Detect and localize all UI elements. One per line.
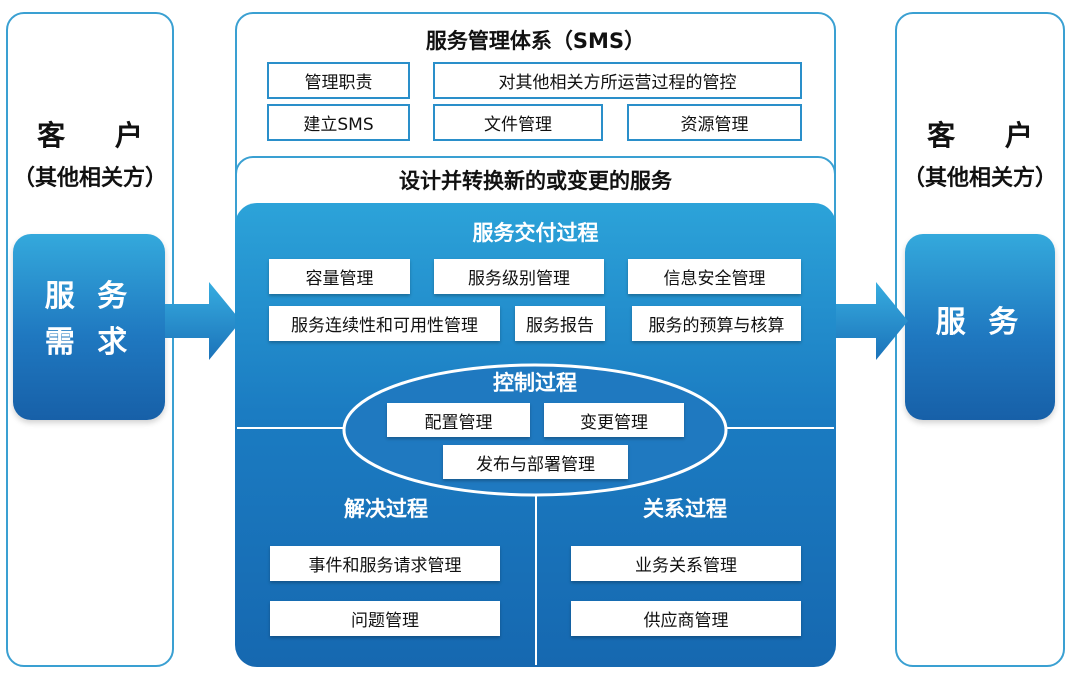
sms-title: 服务管理体系（SMS）: [425, 29, 646, 53]
divider-right: [721, 427, 834, 429]
right-customer-title: 客 户: [927, 119, 1053, 152]
control-process-ellipse: [342, 363, 728, 497]
sms-item-document-management: 文件管理: [433, 104, 603, 141]
right-arrow-icon: [832, 282, 908, 360]
design-transition-title: 设计并转换新的或变更的服务: [399, 169, 672, 193]
delivery-item-service-reporting: 服务报告: [515, 306, 605, 341]
resolution-process-title: 解决过程: [344, 497, 428, 521]
relationship-process-title: 关系过程: [643, 497, 727, 521]
delivery-item-capacity: 容量管理: [269, 259, 410, 294]
service-demand-box: 服 务 需 求: [13, 234, 165, 420]
delivery-item-continuity-availability: 服务连续性和可用性管理: [269, 306, 500, 341]
service-delivery-title: 服务交付过程: [472, 221, 599, 245]
service-demand-line2: 需 求: [44, 325, 134, 360]
control-process-title: 控制过程: [493, 371, 577, 395]
control-item-release-deployment: 发布与部署管理: [443, 445, 628, 479]
divider-left: [237, 427, 347, 429]
left-customer-subtitle: （其他相关方）: [12, 166, 167, 191]
sms-item-management-responsibility: 管理职责: [267, 62, 410, 99]
control-item-change: 变更管理: [544, 403, 684, 437]
left-customer-title: 客 户: [37, 119, 163, 152]
left-arrow-icon: [165, 282, 241, 360]
relationship-item-business: 业务关系管理: [571, 546, 801, 581]
divider-vertical: [535, 485, 537, 665]
control-item-configuration: 配置管理: [387, 403, 530, 437]
sms-item-establish-sms: 建立SMS: [267, 104, 410, 141]
delivery-item-service-level: 服务级别管理: [434, 259, 604, 294]
relationship-item-supplier: 供应商管理: [571, 601, 801, 636]
service-box-label: 服 务: [935, 305, 1025, 340]
delivery-item-info-security: 信息安全管理: [628, 259, 801, 294]
service-demand-line1: 服 务: [44, 279, 134, 314]
delivery-item-budgeting-accounting: 服务的预算与核算: [632, 306, 801, 341]
resolution-item-problem: 问题管理: [270, 601, 500, 636]
resolution-item-incident-request: 事件和服务请求管理: [270, 546, 500, 581]
right-customer-subtitle: （其他相关方）: [902, 166, 1057, 191]
sms-item-resource-management: 资源管理: [627, 104, 802, 141]
service-box: 服 务: [905, 234, 1055, 420]
sms-item-third-party-control: 对其他相关方所运营过程的管控: [433, 62, 802, 99]
